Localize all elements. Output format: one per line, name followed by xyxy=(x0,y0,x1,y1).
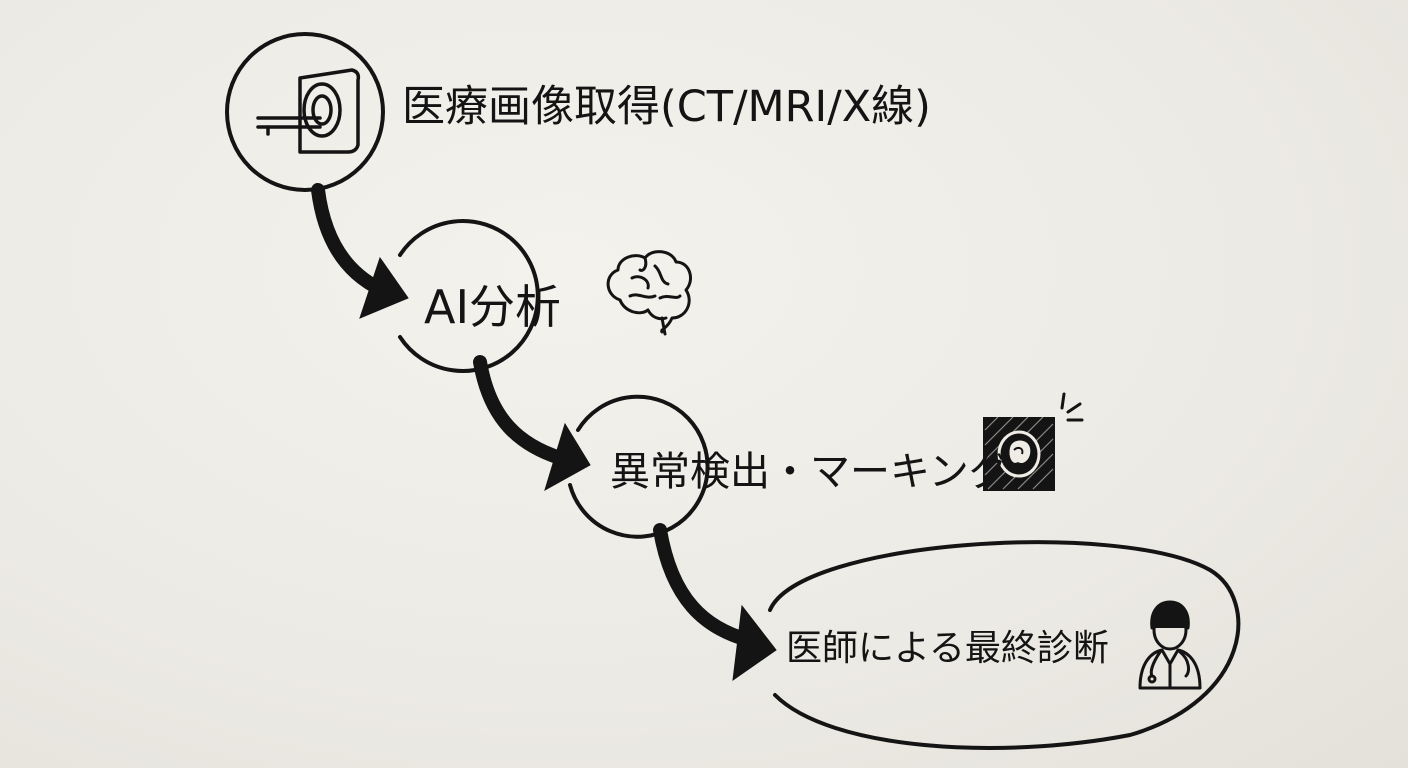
brain-icon xyxy=(606,250,692,336)
step3-label: 異常検出・マーキング xyxy=(610,449,1009,495)
step3-circle xyxy=(568,394,710,539)
arrow-3-4 xyxy=(653,523,755,647)
step2-circle xyxy=(398,219,540,373)
doctor-icon xyxy=(1138,600,1202,690)
marked-scan-icon xyxy=(983,392,1084,491)
arrow-2-3 xyxy=(473,355,567,465)
arrow-1-2-head xyxy=(359,256,409,319)
arrow-1-2 xyxy=(311,183,389,297)
step4-ellipse xyxy=(768,540,1241,750)
arrow-3-4-head xyxy=(732,604,777,682)
step1-circle xyxy=(225,32,385,192)
arrow-2-3-head xyxy=(544,422,591,492)
step4-label: 医師による最終診断 xyxy=(786,628,1109,669)
step1-label: 医療画像取得(CT/MRI/X線) xyxy=(402,82,931,132)
ct-scanner-icon xyxy=(256,68,361,154)
step2-label: AI分析 xyxy=(424,280,562,334)
